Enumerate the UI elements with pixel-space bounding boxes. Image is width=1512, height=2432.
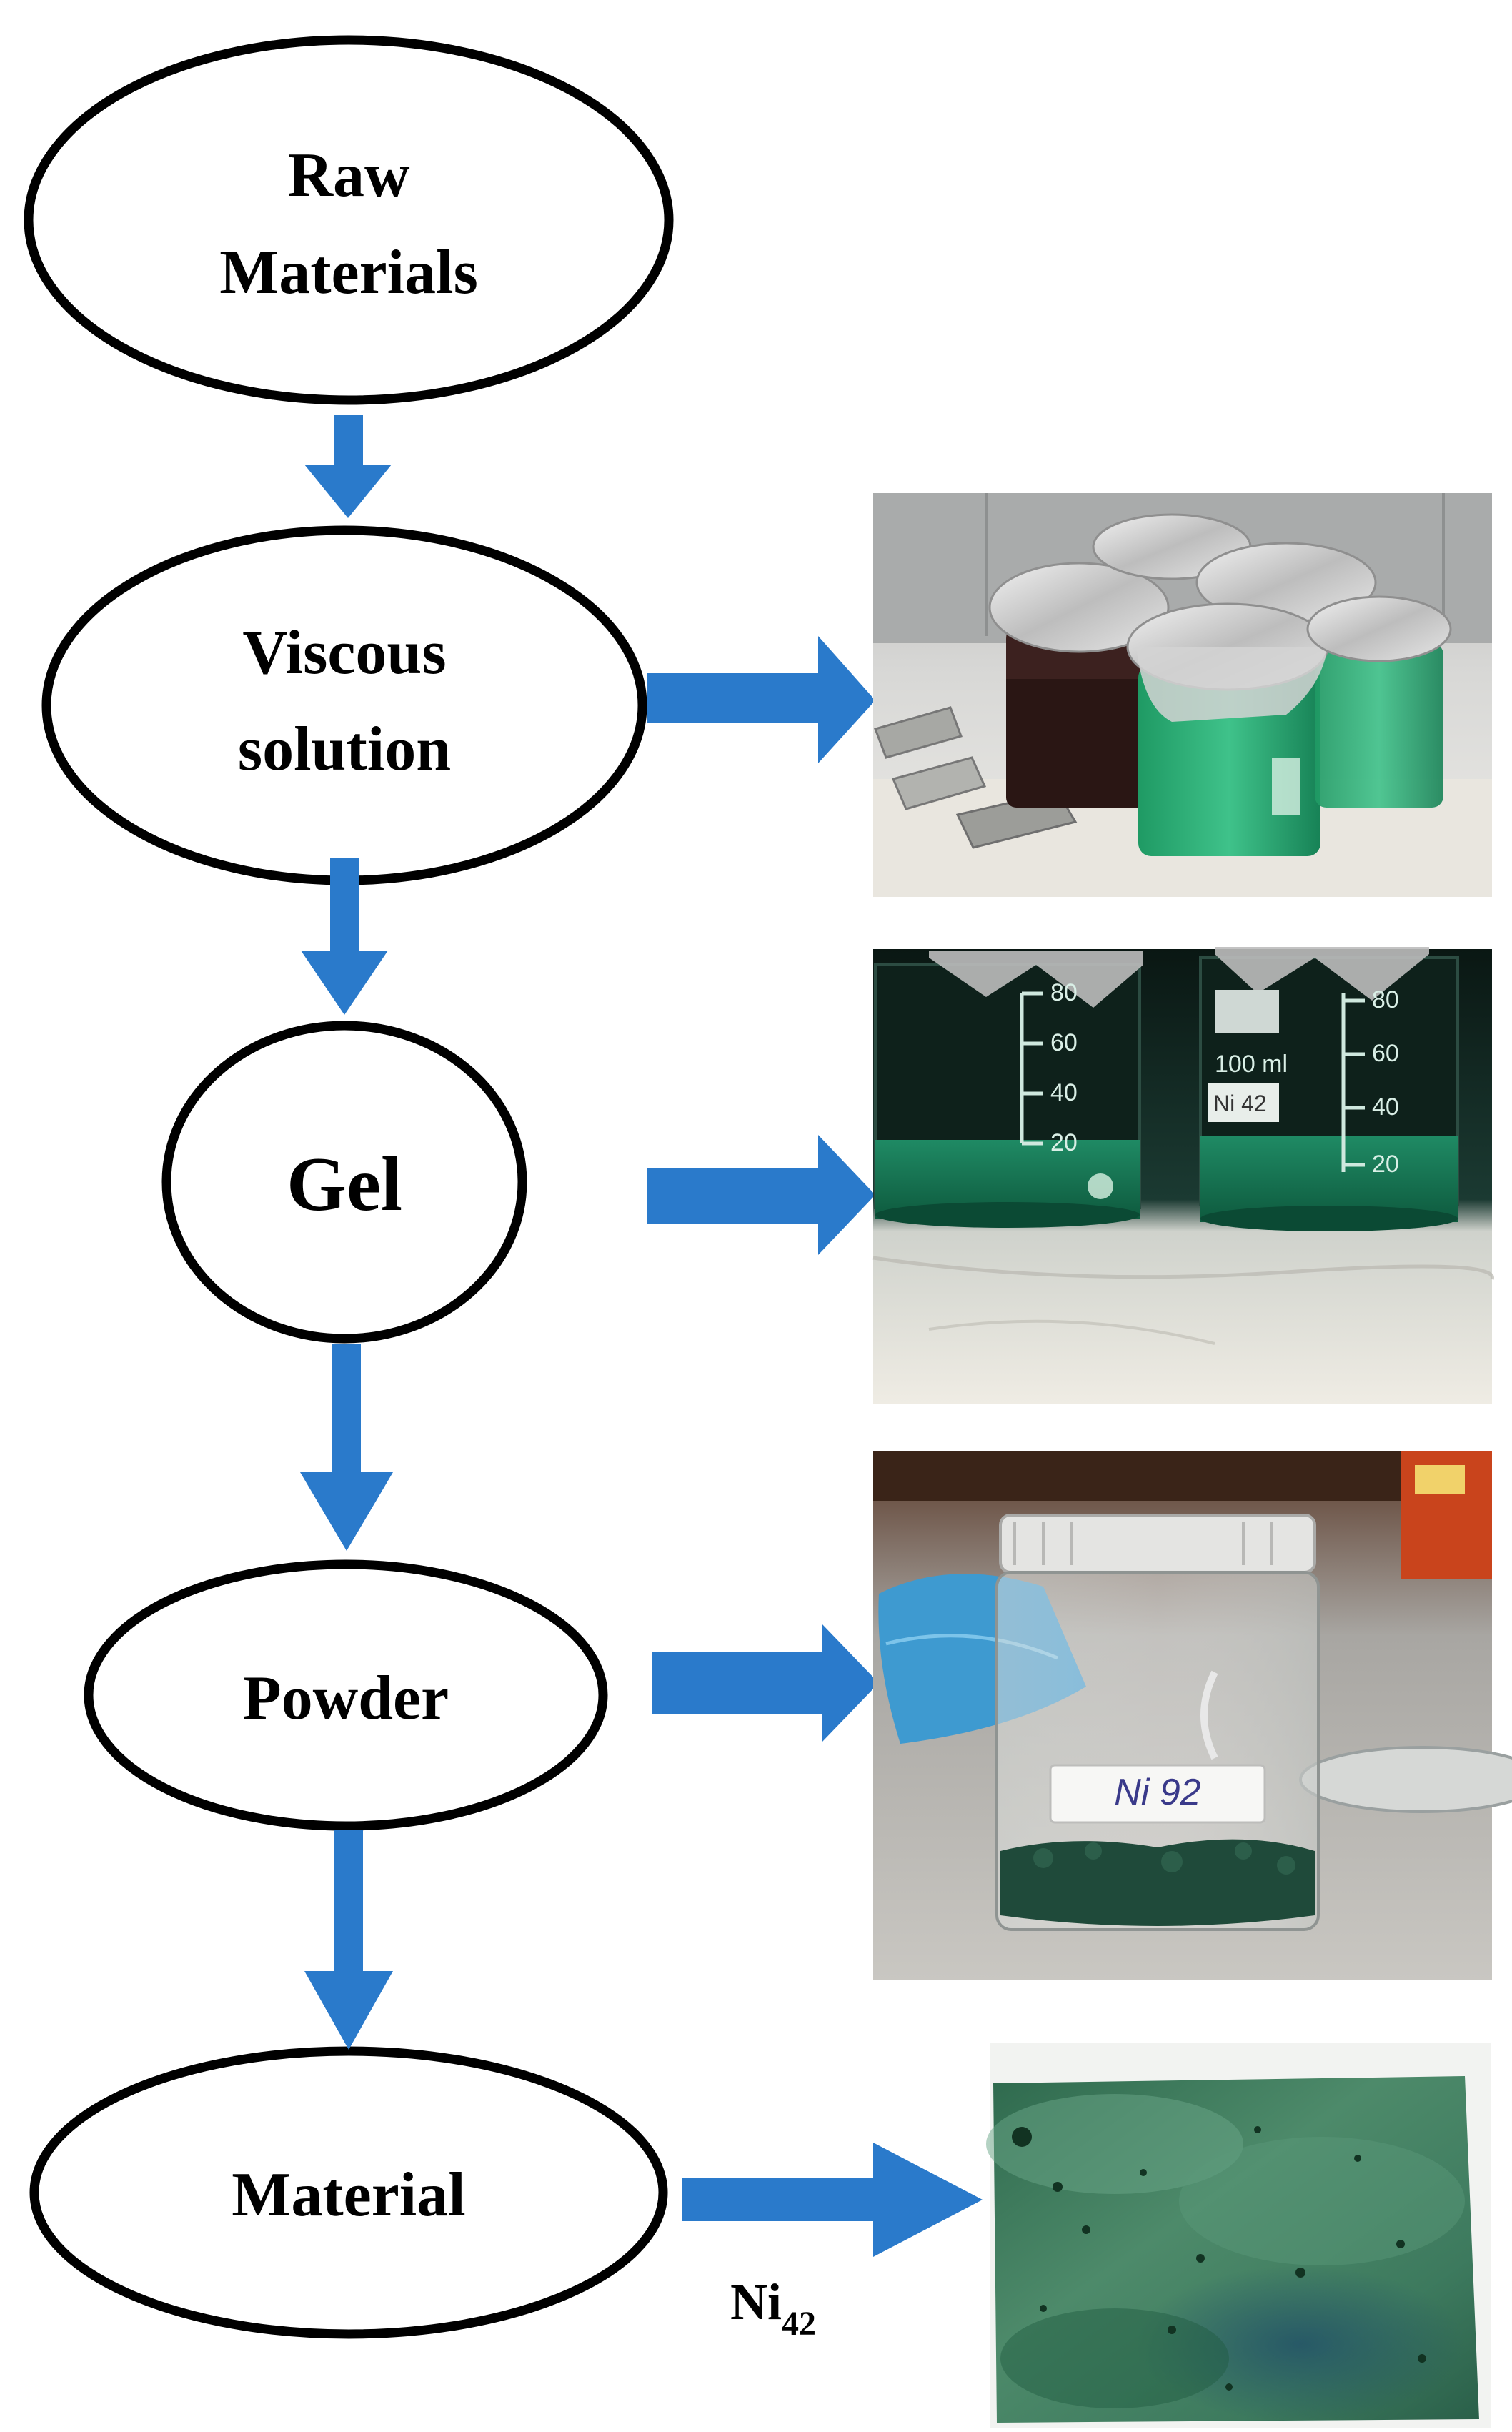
arrow-down-3 bbox=[300, 1344, 393, 1551]
sample-label-subscript: 42 bbox=[782, 2305, 816, 2343]
photo-viscous-solution bbox=[873, 493, 1492, 897]
gel-beaker-right-mark-60: 60 bbox=[1372, 1040, 1399, 1067]
photo-material bbox=[986, 2043, 1491, 2428]
node-powder-label: Powder bbox=[243, 1664, 449, 1733]
powder-jar-label: Ni 92 bbox=[1114, 1772, 1200, 1813]
node-viscous-solution: Viscous solution bbox=[41, 525, 647, 885]
gel-beaker-left-mark-80: 80 bbox=[1050, 979, 1078, 1006]
sample-label-ni42: Ni42 bbox=[730, 2273, 816, 2343]
arrow-down-1 bbox=[304, 415, 392, 518]
arrow-right-material bbox=[682, 2143, 983, 2257]
gel-beaker-left-mark-20: 20 bbox=[1050, 1129, 1078, 1156]
node-viscous-solution-line-1: Viscous bbox=[242, 618, 446, 688]
gel-beaker-left-mark-60: 60 bbox=[1050, 1029, 1078, 1056]
arrow-down-4 bbox=[304, 1830, 393, 2050]
node-material-label: Material bbox=[232, 2160, 465, 2230]
node-powder: Powder bbox=[84, 1559, 608, 1831]
gel-beaker-right-mark-80: 80 bbox=[1372, 986, 1399, 1013]
node-gel: Gel bbox=[161, 1021, 527, 1344]
node-gel-label: Gel bbox=[287, 1142, 402, 1227]
gel-beaker-volume: 100 ml bbox=[1215, 1051, 1288, 1078]
arrow-right-powder bbox=[652, 1624, 879, 1742]
gel-beaker-right-mark-20: 20 bbox=[1372, 1151, 1399, 1178]
node-material: Material bbox=[29, 2046, 668, 2339]
photo-gel: 80 60 40 20 100 ml Ni 42 80 60 40 20 bbox=[872, 947, 1494, 1404]
node-raw-materials-line-2: Materials bbox=[219, 238, 478, 307]
arrow-down-2 bbox=[301, 858, 388, 1015]
arrow-right-gel bbox=[647, 1135, 875, 1255]
sample-label-base: Ni bbox=[730, 2273, 782, 2331]
gel-beaker-tag: Ni 42 bbox=[1213, 1091, 1267, 1116]
node-raw-materials: Raw Materials bbox=[24, 35, 674, 405]
arrow-right-viscous bbox=[647, 636, 875, 763]
node-viscous-solution-line-2: solution bbox=[238, 715, 451, 784]
node-raw-materials-line-1: Raw bbox=[287, 141, 410, 210]
photo-powder: Ni 92 bbox=[873, 1451, 1512, 1980]
gel-beaker-right-mark-40: 40 bbox=[1372, 1093, 1399, 1121]
svg-text:Ni42: Ni42 bbox=[730, 2273, 816, 2343]
gel-beaker-left-mark-40: 40 bbox=[1050, 1079, 1078, 1106]
